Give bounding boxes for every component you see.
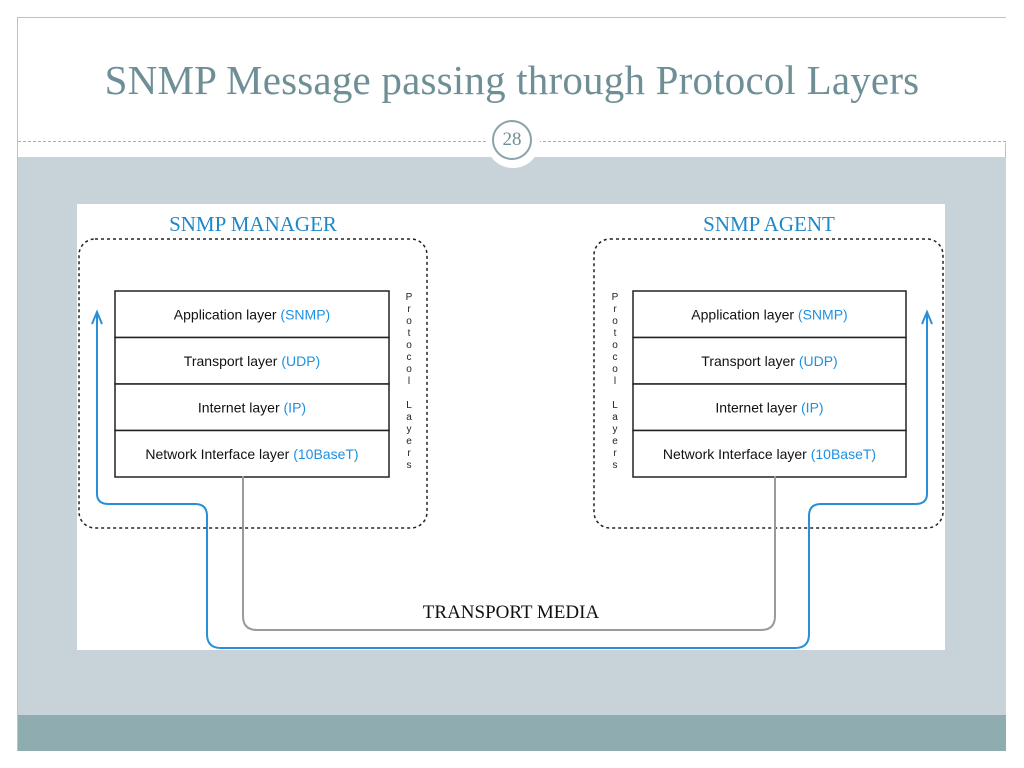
manager-layer-name: Network Interface layer xyxy=(145,446,293,462)
manager-layer-stack: Application layer (SNMP) Transport layer … xyxy=(114,290,390,478)
agent-layer-protocol: (UDP) xyxy=(799,353,838,369)
agent-layer-box xyxy=(632,429,907,478)
agent-layer-protocol: (10BaseT) xyxy=(811,446,876,462)
manager-layer-name: Transport layer xyxy=(184,353,282,369)
agent-layer-label: Application layer (SNMP) xyxy=(691,306,847,322)
agent-layer-stack: Application layer (SNMP) Transport layer … xyxy=(632,290,907,478)
manager-dashed-box xyxy=(78,238,428,529)
manager-layer-protocol: (UDP) xyxy=(281,353,320,369)
transport-media-label: TRANSPORT MEDIA xyxy=(423,602,600,623)
agent-layer-protocol: (IP) xyxy=(801,399,824,415)
snmp-layer-diagram: SNMP MANAGER Application layer (SNMP) Tra… xyxy=(78,212,944,649)
manager-layer-name: Application layer xyxy=(174,306,281,322)
agent-layer-box xyxy=(632,336,907,385)
manager-layer-label: Internet layer (IP) xyxy=(198,399,306,415)
agent-up-arrow-icon xyxy=(921,309,933,325)
manager-layer-box xyxy=(114,336,390,385)
manager-layer-name: Internet layer xyxy=(198,399,284,415)
agent-layer-name: Transport layer xyxy=(701,353,799,369)
slide-title: SNMP Message passing through Protocol La… xyxy=(104,57,920,103)
manager-heading: SNMP MANAGER xyxy=(169,212,337,236)
agent-dashed-box xyxy=(593,238,944,529)
agent-layer-label: Internet layer (IP) xyxy=(715,399,823,415)
manager-layer-box xyxy=(114,290,390,339)
diagram-panel: SNMP MANAGER Application layer (SNMP) Tra… xyxy=(77,204,945,650)
manager-layer-box xyxy=(114,429,390,478)
manager-layer-protocol: (IP) xyxy=(284,399,307,415)
manager-layer-label: Transport layer (UDP) xyxy=(184,353,320,369)
agent-layer-name: Application layer xyxy=(691,306,798,322)
agent-layer-name: Network Interface layer xyxy=(663,446,811,462)
agent-layer-box xyxy=(632,383,907,432)
manager-layer-label: Network Interface layer (10BaseT) xyxy=(145,446,358,462)
agent-heading: SNMP AGENT xyxy=(703,212,835,236)
agent-layer-name: Internet layer xyxy=(715,399,801,415)
manager-layer-protocol: (10BaseT) xyxy=(293,446,358,462)
message-flow-path xyxy=(96,312,928,649)
manager-layer-box xyxy=(114,383,390,432)
agent-layer-protocol: (SNMP) xyxy=(798,306,848,322)
manager-layer-label: Application layer (SNMP) xyxy=(174,306,330,322)
agent-layer-label: Transport layer (UDP) xyxy=(701,353,837,369)
manager-side-label: Protocol Layers xyxy=(404,292,415,472)
agent-side-label: Protocol Layers xyxy=(610,292,621,472)
slide-number: 28 xyxy=(492,120,532,160)
agent-layer-box xyxy=(632,290,907,339)
transport-media-line xyxy=(242,476,776,631)
manager-layer-protocol: (SNMP) xyxy=(280,306,330,322)
manager-up-arrow-icon xyxy=(91,309,103,325)
footer-band xyxy=(18,715,1006,751)
agent-layer-label: Network Interface layer (10BaseT) xyxy=(663,446,876,462)
